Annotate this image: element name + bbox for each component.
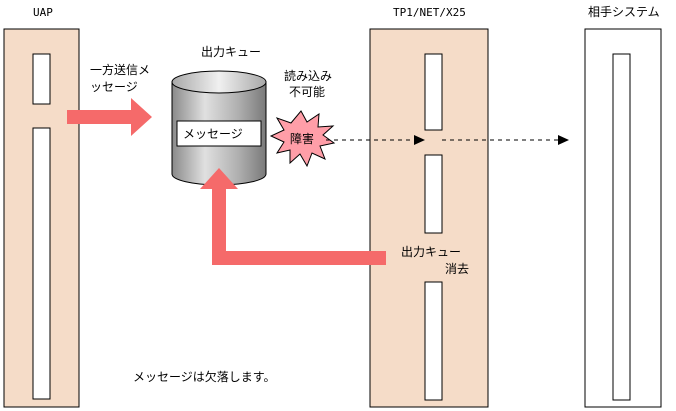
tp1-lane <box>369 28 489 408</box>
queued-message-box <box>176 120 262 147</box>
output-queue-label: 出力キュー <box>201 45 261 59</box>
output-queue-cylinder: メッセージ <box>171 70 267 186</box>
send-message-label-line1: 一方送信メ <box>90 62 150 77</box>
remote-activity-bar <box>612 53 631 401</box>
remote-lane <box>584 28 662 408</box>
tp1-label: TP1/NET/X25 <box>393 6 466 19</box>
queued-message-label: メッセージ <box>183 127 243 141</box>
failure-burst <box>269 110 336 168</box>
message-lost-note: メッセージは欠落します。 <box>133 369 276 384</box>
uap-activity-bar-2 <box>32 127 51 400</box>
queue-delete-label-line1: 出力キュー <box>401 245 461 259</box>
tp1-activity-bar-2 <box>424 154 443 234</box>
tp1-activity-bar-3 <box>424 281 443 401</box>
tp1-activity-bar-1 <box>424 53 443 131</box>
failure-label: 障害 <box>290 131 314 146</box>
send-message-label-line2: ッセージ <box>90 80 138 94</box>
uap-label: UAP <box>33 6 53 19</box>
remote-label: 相手システム <box>588 5 660 19</box>
read-fail-label-line2: 不可能 <box>289 85 325 99</box>
send-message-arrow <box>67 98 152 136</box>
failed-send-arrow <box>326 135 569 145</box>
read-fail-label-line1: 読み込み <box>284 68 332 83</box>
uap-lane <box>3 28 80 408</box>
queue-delete-label-line2: 消去 <box>445 262 469 276</box>
queue-delete-arrow <box>200 168 386 265</box>
uap-activity-bar-1 <box>32 53 51 105</box>
